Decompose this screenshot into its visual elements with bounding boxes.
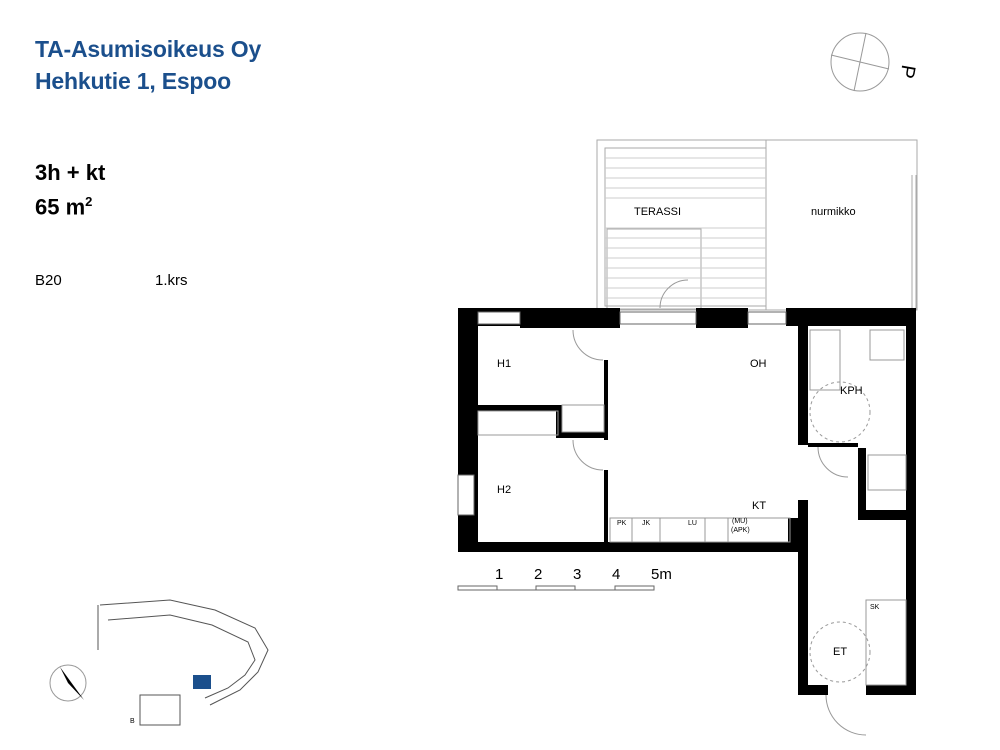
label-pk: PK — [617, 520, 627, 527]
address: Hehkutie 1, Espoo — [35, 68, 231, 94]
scale-bar — [457, 585, 655, 591]
apartment-area: 65 m2 — [35, 194, 92, 220]
company-name: TA-Asumisoikeus Oy — [35, 36, 262, 62]
walls — [458, 308, 916, 695]
site-plan — [97, 599, 269, 726]
scale-label-3: 3 — [573, 566, 582, 583]
apartment-code: B20 — [35, 272, 62, 289]
site-north-arrow — [60, 667, 84, 700]
room-lawn: nurmikko — [811, 206, 856, 218]
site-plan-label: B — [130, 718, 135, 725]
terrace-boards — [605, 157, 766, 299]
scale-label-2: 2 — [534, 566, 543, 583]
area-superscript: 2 — [85, 194, 93, 209]
cabinets — [477, 329, 907, 686]
terrace-outline — [596, 139, 918, 311]
room-kph: KPH — [840, 385, 863, 397]
scale-label-1: 1 — [495, 566, 504, 583]
label-mu: (MU) — [732, 518, 748, 525]
scale-label-5m: 5m — [651, 566, 672, 583]
area-value: 65 m — [35, 194, 86, 220]
label-jk: JK — [642, 520, 651, 527]
label-lu: LU — [688, 520, 697, 527]
apartment-type: 3h + kt — [35, 160, 106, 185]
label-apk: (APK) — [731, 527, 750, 534]
room-oh: OH — [750, 358, 767, 370]
site-plan-highlight — [193, 675, 211, 689]
room-kt: KT — [752, 500, 767, 512]
room-h2: H2 — [497, 484, 512, 496]
room-et: ET — [833, 646, 848, 658]
doors — [572, 279, 871, 736]
room-h1: H1 — [497, 358, 512, 370]
site-compass — [49, 664, 87, 702]
scale-label-4: 4 — [612, 566, 621, 583]
windows — [457, 311, 787, 516]
room-terrace: TERASSI — [634, 206, 682, 218]
label-sk: SK — [870, 604, 880, 611]
floor-label: 1.krs — [155, 272, 188, 289]
